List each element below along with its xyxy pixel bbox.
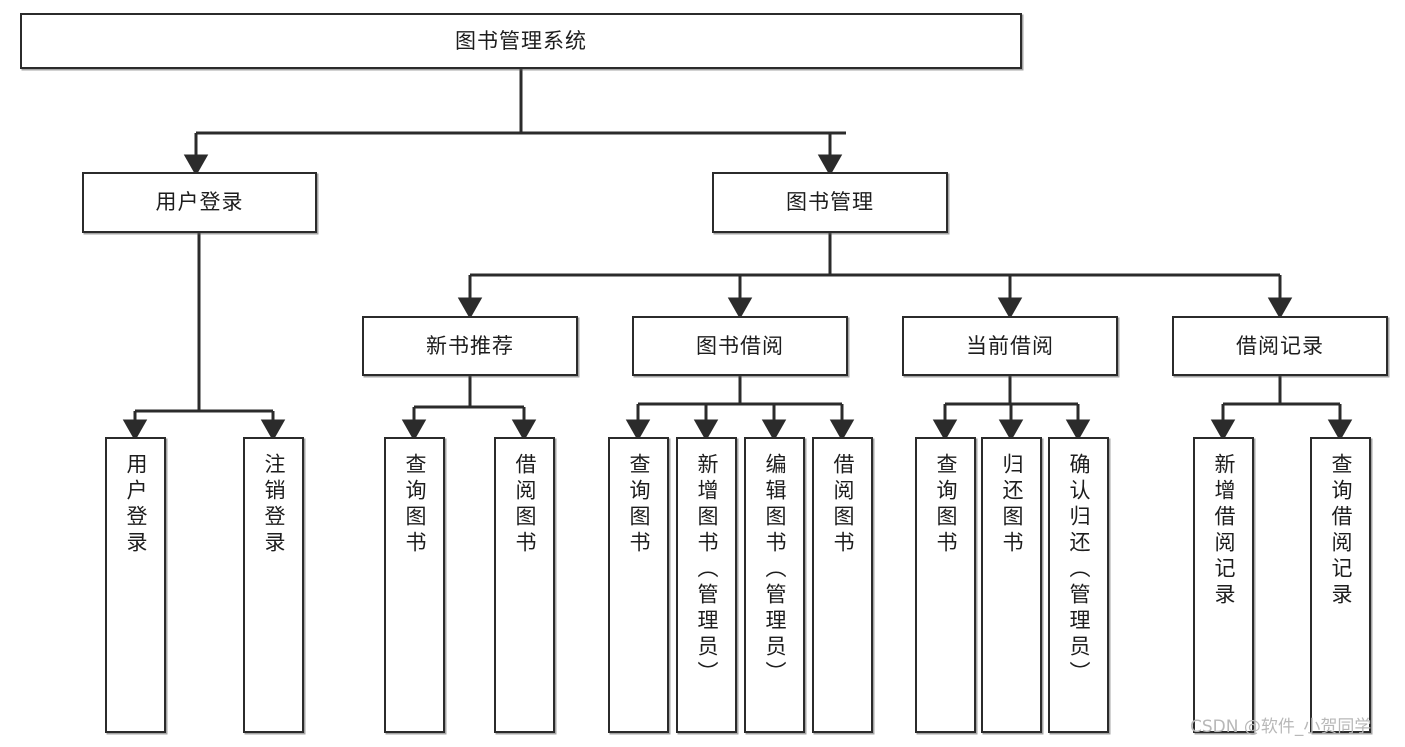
node-leaf-query-record[interactable]: 查询借阅记录 <box>1310 437 1371 733</box>
node-book-borrow-label: 图书借阅 <box>696 333 784 358</box>
node-leaf-query-book-3[interactable]: 查询图书 <box>915 437 976 733</box>
node-leaf-add-record-label: 新增借阅记录 <box>1212 453 1236 609</box>
node-leaf-query-book-1[interactable]: 查询图书 <box>384 437 445 733</box>
node-new-book-rec-label: 新书推荐 <box>426 333 514 358</box>
node-borrow-record[interactable]: 借阅记录 <box>1172 316 1388 376</box>
node-leaf-query-record-label: 查询借阅记录 <box>1329 453 1353 609</box>
node-leaf-add-record[interactable]: 新增借阅记录 <box>1193 437 1254 733</box>
node-leaf-query-book-2[interactable]: 查询图书 <box>608 437 669 733</box>
node-leaf-query-book-1-label: 查询图书 <box>403 453 427 557</box>
node-leaf-borrow-book-1-label: 借阅图书 <box>513 453 537 557</box>
node-leaf-add-book-label: 新增图书（管理员） <box>695 453 719 687</box>
node-leaf-logout-login-label: 注销登录 <box>262 453 286 557</box>
node-leaf-user-login-label: 用户登录 <box>124 453 148 557</box>
node-user-login-label: 用户登录 <box>155 190 244 215</box>
node-leaf-confirm-return-label: 确认归还（管理员） <box>1067 453 1091 687</box>
node-leaf-query-book-3-label: 查询图书 <box>934 453 958 557</box>
node-leaf-borrow-book-1[interactable]: 借阅图书 <box>494 437 555 733</box>
node-leaf-return-book[interactable]: 归还图书 <box>981 437 1042 733</box>
node-current-borrow[interactable]: 当前借阅 <box>902 316 1118 376</box>
node-leaf-edit-book-label: 编辑图书（管理员） <box>763 453 787 687</box>
node-leaf-borrow-book-2-label: 借阅图书 <box>831 453 855 557</box>
node-leaf-add-book[interactable]: 新增图书（管理员） <box>676 437 737 733</box>
node-user-login[interactable]: 用户登录 <box>82 172 317 233</box>
node-root[interactable]: 图书管理系统 <box>20 13 1022 69</box>
node-borrow-record-label: 借阅记录 <box>1236 333 1324 358</box>
node-leaf-return-book-label: 归还图书 <box>1000 453 1024 557</box>
node-book-manage-label: 图书管理 <box>786 190 874 215</box>
csdn-watermark: CSDN @软件_小贺同学 <box>1190 717 1372 737</box>
node-root-label: 图书管理系统 <box>455 28 587 53</box>
node-leaf-confirm-return[interactable]: 确认归还（管理员） <box>1048 437 1109 733</box>
node-new-book-rec[interactable]: 新书推荐 <box>362 316 578 376</box>
node-leaf-edit-book[interactable]: 编辑图书（管理员） <box>744 437 805 733</box>
node-book-manage[interactable]: 图书管理 <box>712 172 948 233</box>
node-current-borrow-label: 当前借阅 <box>966 333 1054 358</box>
node-book-borrow[interactable]: 图书借阅 <box>632 316 848 376</box>
node-leaf-query-book-2-label: 查询图书 <box>627 453 651 557</box>
node-leaf-logout-login[interactable]: 注销登录 <box>243 437 304 733</box>
node-leaf-user-login[interactable]: 用户登录 <box>105 437 166 733</box>
node-leaf-borrow-book-2[interactable]: 借阅图书 <box>812 437 873 733</box>
